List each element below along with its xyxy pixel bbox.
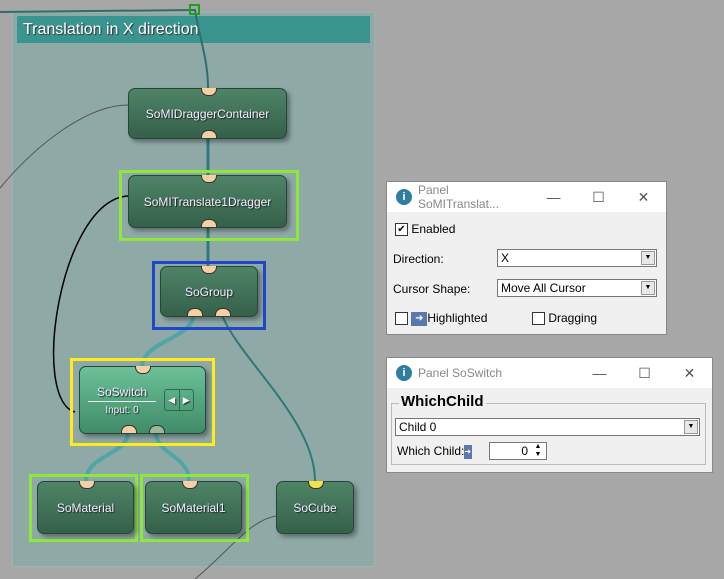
which-child-label: Which Child: (397, 444, 465, 458)
node-material1[interactable]: SoMaterial1 (145, 481, 242, 534)
connect-arrow-icon[interactable]: ➜ (411, 311, 428, 326)
whichchild-groupbox (391, 403, 706, 465)
direction-select[interactable]: X▼ (497, 249, 657, 267)
output-port[interactable] (121, 425, 137, 433)
wire-bottom (194, 515, 277, 579)
highlighted-label: Highlighted (427, 311, 488, 325)
material1-highlight (140, 474, 249, 542)
app-icon: i (396, 189, 412, 205)
direction-label: Direction: (393, 252, 444, 266)
node-label: SoMIDraggerContainer (145, 106, 270, 121)
dragging-checkbox[interactable]: Dragging (532, 311, 598, 326)
dragging-label: Dragging (548, 311, 598, 325)
material-highlight (29, 474, 138, 542)
node-switch[interactable]: SoSwitch Input: 0 ◀ ▶ (79, 366, 206, 434)
top-port-marker (189, 4, 200, 15)
panel-title: Panel SoSwitch (418, 366, 503, 380)
direction-value: X (501, 251, 510, 265)
output-port[interactable] (187, 308, 203, 316)
connect-arrow-icon[interactable]: ➜ (464, 444, 473, 459)
wire-top (0, 8, 209, 89)
chevron-down-icon: ▼ (684, 420, 698, 434)
wire-group-cube (221, 314, 316, 482)
wire-switch-mat (84, 431, 130, 482)
switch-prev-next-buttons[interactable]: ◀ ▶ (164, 389, 194, 411)
child-value: Child 0 (399, 420, 437, 434)
switch-highlight (70, 358, 215, 446)
maximize-icon[interactable]: ☐ (638, 364, 651, 381)
which-child-value: 0 (521, 444, 528, 458)
cursor-shape-value: Move All Cursor (501, 281, 586, 295)
spin-arrows-icon[interactable]: ▲▼ (534, 443, 542, 458)
output-port[interactable] (201, 130, 217, 138)
next-arrow-icon[interactable]: ▶ (182, 395, 190, 405)
which-child-row: Which Child:➜ (397, 444, 473, 459)
switch-input-label: Input: 0 (105, 404, 139, 416)
minimize-icon[interactable]: — (592, 365, 607, 381)
highlighted-checkbox[interactable]: ➜Highlighted (395, 311, 487, 326)
whichchild-group-label: WhichChild (399, 393, 486, 410)
output-port[interactable] (149, 425, 165, 433)
close-icon[interactable]: ✕ (637, 188, 650, 205)
title-bar: i Panel SoSwitch — ☐ ✕ (387, 358, 712, 388)
output-port[interactable] (215, 308, 231, 316)
prev-arrow-icon[interactable]: ◀ (165, 390, 180, 410)
dragger-highlight (119, 170, 299, 241)
wire-left (0, 104, 129, 189)
node-cube[interactable]: SoCube (276, 481, 354, 534)
cursor-shape-label: Cursor Shape: (393, 282, 471, 296)
enabled-checkbox[interactable]: ✔ Enabled (395, 222, 456, 237)
title-bar: i Panel SoMITranslat... — ☐ ✕ (387, 182, 666, 212)
output-port[interactable] (201, 219, 217, 227)
chevron-down-icon: ▼ (641, 281, 655, 295)
panel-switch: i Panel SoSwitch — ☐ ✕ WhichChild Child … (386, 357, 713, 473)
enabled-label: Enabled (411, 222, 456, 236)
wire-switch-mat1 (154, 431, 191, 482)
node-label: SoSwitch (88, 385, 156, 402)
node-label: SoMITranslate1Dragger (143, 194, 272, 209)
node-material[interactable]: SoMaterial (37, 481, 134, 534)
group-selection (152, 261, 266, 330)
panel-translate-dragger: i Panel SoMITranslat... — ☐ ✕ ✔ Enabled … (386, 181, 667, 335)
child-select[interactable]: Child 0 ▼ (395, 418, 700, 436)
node-label: SoCube (293, 500, 337, 515)
node-group[interactable]: SoGroup (160, 266, 258, 317)
cursor-shape-select[interactable]: Move All Cursor ▼ (497, 279, 657, 297)
group-title: Translation in X direction (17, 16, 370, 43)
app-icon: i (396, 365, 412, 381)
node-label: SoGroup (184, 284, 234, 299)
chevron-down-icon: ▼ (641, 251, 655, 265)
wire-dragger-switch (52, 195, 129, 413)
minimize-icon[interactable]: — (546, 189, 561, 205)
node-label: SoMaterial1 (161, 500, 226, 515)
close-icon[interactable]: ✕ (683, 364, 696, 381)
maximize-icon[interactable]: ☐ (592, 188, 605, 205)
node-label: SoMaterial (56, 500, 115, 515)
which-child-spinbox[interactable]: 0 ▲▼ (489, 442, 547, 460)
panel-title: Panel SoMITranslat... (418, 183, 499, 211)
